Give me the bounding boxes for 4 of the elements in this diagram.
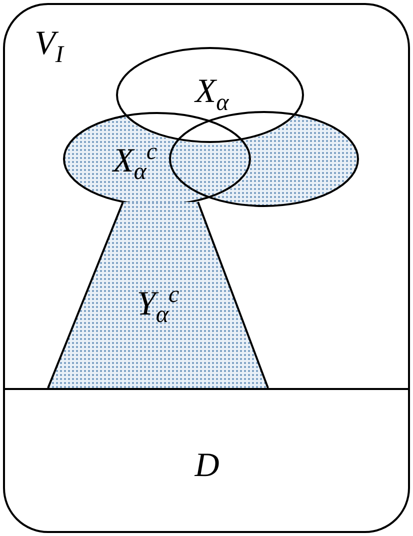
region-frame bbox=[3, 3, 410, 533]
math-label: V$_{I}$ bbox=[34, 27, 64, 67]
math-label: X$_{α}$ bbox=[195, 75, 229, 115]
math-label: D bbox=[194, 449, 220, 483]
